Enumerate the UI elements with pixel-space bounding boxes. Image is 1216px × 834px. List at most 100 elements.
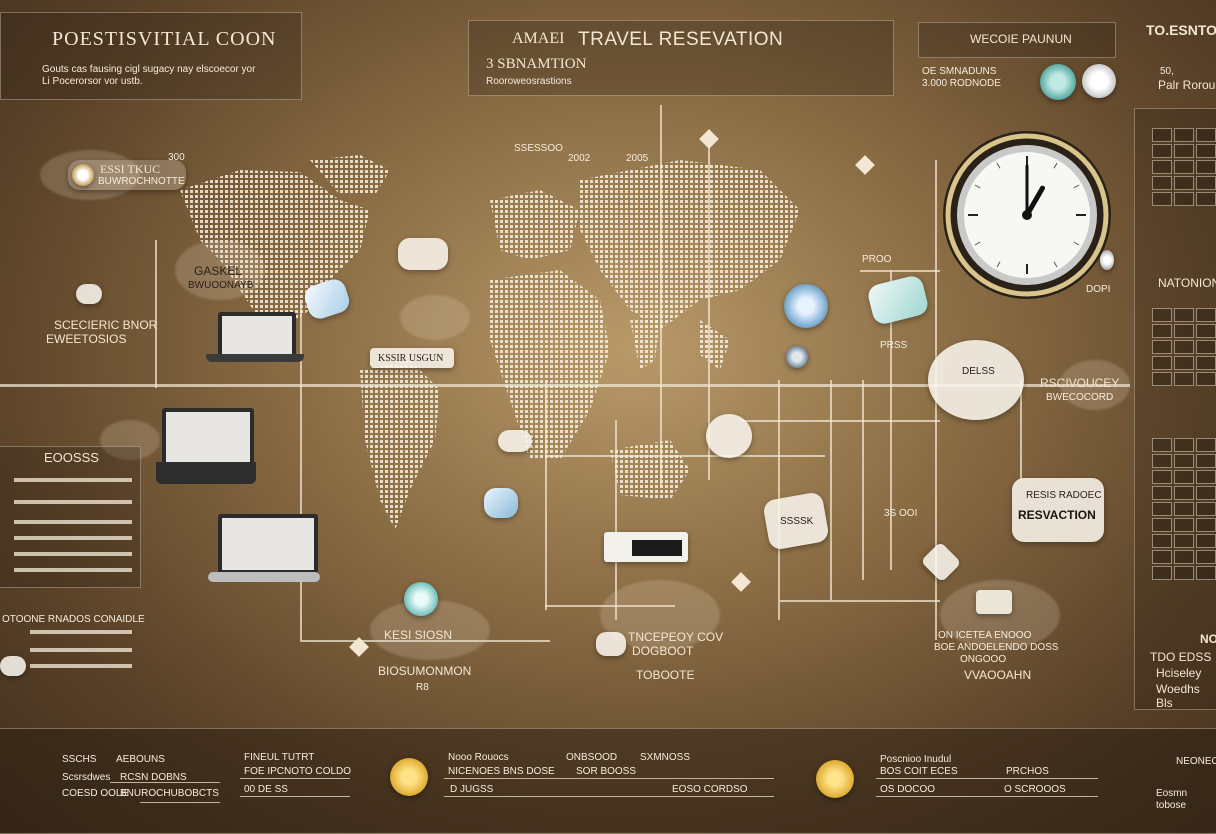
- grid-cell: [1152, 566, 1172, 580]
- vline-5: [660, 105, 662, 485]
- right-grid-panel: [1134, 108, 1216, 710]
- right-label: RSCIVOUCEY: [1040, 376, 1120, 390]
- footer-col4-e: PRCHOS: [1006, 766, 1049, 777]
- left-300: 300: [168, 152, 185, 163]
- grid-cell: [1196, 356, 1216, 370]
- right-panel-sub1: TDO EDSS: [1150, 650, 1212, 664]
- list-row[interactable]: [30, 630, 132, 634]
- grid-cell: [1174, 128, 1194, 142]
- footer-col1-b: AEBOUNS: [116, 754, 165, 765]
- grid-cell: [1196, 502, 1216, 516]
- footer-rule: [110, 782, 220, 783]
- far-right-title: TO.ESNTO: [1146, 22, 1216, 38]
- cloud-icon: [1060, 360, 1130, 410]
- list-row[interactable]: [14, 536, 132, 540]
- header-right-panel: [918, 22, 1116, 58]
- right-panel-title: NATONION: [1158, 276, 1216, 290]
- grid-cell: [1196, 144, 1216, 158]
- right-pin-label2: DOPI: [1086, 284, 1111, 295]
- right-panel-sub3: Woedhs Bls: [1156, 682, 1200, 710]
- reservation-big: RESVACTION: [1018, 508, 1096, 522]
- list-row[interactable]: [14, 552, 132, 556]
- right-pin-label: PROO: [862, 254, 892, 265]
- map-label-top: SSESSOO: [514, 143, 563, 154]
- vline-4: [615, 420, 617, 620]
- grid-cell: [1174, 324, 1194, 338]
- grid-cell: [1152, 438, 1172, 452]
- vline-1: [155, 240, 157, 388]
- coin-icon: [390, 758, 428, 796]
- header-right-title: WECOIE PAUNUN: [970, 32, 1072, 46]
- list-row[interactable]: [14, 500, 132, 504]
- right-mid-label: PRSS: [880, 340, 908, 351]
- reservation-small: RESIS RADOEC: [1026, 490, 1102, 501]
- grid-cell: [1152, 144, 1172, 158]
- grid-cell: [1152, 176, 1172, 190]
- clock-tick: [974, 241, 981, 246]
- clock-tick: [1053, 162, 1058, 169]
- blue-lens-icon[interactable]: [784, 284, 828, 328]
- grid-cell: [1196, 550, 1216, 564]
- grid-cell: [1174, 454, 1194, 468]
- header-left-panel: [0, 12, 302, 100]
- left-edge-pill[interactable]: [0, 656, 26, 676]
- grid-cell: [1196, 454, 1216, 468]
- bottom-center-b: DOGBOOT: [632, 644, 694, 658]
- laptop-icon[interactable]: [162, 408, 254, 466]
- location-pin-icon: [72, 164, 94, 186]
- router-icon[interactable]: [398, 238, 448, 270]
- bottom-center-c: TOBOOTE: [636, 668, 695, 682]
- left-mid-label2: EWEETOSIOS: [46, 332, 127, 346]
- left-cloud-label2: BWUOONAYB: [188, 280, 254, 291]
- right-bubble-label: DELSS: [962, 366, 995, 377]
- far-right-sub2: Palr Rorou: [1158, 78, 1216, 92]
- screen-card-icon[interactable]: [484, 488, 518, 518]
- grid-cell: [1152, 160, 1172, 174]
- grid-cell: [1196, 340, 1216, 354]
- right-panel-subtitle: NO: [1200, 632, 1216, 646]
- reservation-badge[interactable]: [1012, 478, 1104, 542]
- right-panel-sub2: Hciseley: [1156, 666, 1202, 680]
- list-row[interactable]: [14, 520, 132, 524]
- silver-toggle-icon[interactable]: [1082, 64, 1116, 98]
- teal-toggle-icon[interactable]: [1040, 64, 1076, 100]
- header-left-sub2: Li Pocerorsor vor ustb.: [42, 76, 143, 87]
- left-cloud-label: GASKEL: [194, 264, 243, 278]
- bottom-left-c: R8: [416, 682, 429, 693]
- far-right-sub1: 50,: [1160, 66, 1174, 77]
- right-speech-bubble[interactable]: [928, 340, 1024, 420]
- grid-cell: [1152, 470, 1172, 484]
- center-tag[interactable]: [370, 348, 454, 368]
- map-label-top3: 2005: [626, 153, 649, 164]
- footer-panel: [0, 728, 1216, 834]
- grid-cell: [1152, 534, 1172, 548]
- footer-rule: [240, 778, 350, 779]
- list-row[interactable]: [14, 568, 132, 572]
- footer-col1-d: RCSN DOBNS: [120, 772, 187, 783]
- heart-icon: [920, 541, 962, 583]
- gadget-icon[interactable]: [706, 414, 752, 458]
- list-row[interactable]: [14, 478, 132, 482]
- map-label-top2: 2002: [568, 153, 591, 164]
- grid-cell: [1196, 176, 1216, 190]
- laptop-icon[interactable]: [218, 312, 296, 358]
- main-horizontal-line: [0, 384, 1130, 387]
- teal-card-icon[interactable]: [865, 273, 931, 327]
- vline-8: [830, 380, 832, 600]
- bottom-left-a: KESI SIOSN: [384, 628, 453, 642]
- bottom-left-b: BIOSUMONMON: [378, 664, 472, 678]
- coin-icon: [816, 760, 854, 798]
- footer-rule: [140, 802, 220, 803]
- clock-tick: [1073, 184, 1080, 189]
- grid-cell: [1174, 308, 1194, 322]
- clock-tick: [974, 184, 981, 189]
- desktop-monitor-icon[interactable]: [218, 514, 318, 574]
- footer-col1-a: SSCHS: [62, 754, 97, 765]
- list-row[interactable]: [30, 664, 132, 668]
- footer-col5-b: Eosmn tobose: [1156, 788, 1188, 811]
- list-row[interactable]: [30, 648, 132, 652]
- left-list-panel: [0, 446, 141, 588]
- header-right-sub1: OE SMNADUNS: [922, 66, 997, 77]
- footer-col2-a: FINEUL TUTRT: [244, 752, 315, 763]
- header-center-sub: 3 SBNAMTION: [486, 56, 587, 72]
